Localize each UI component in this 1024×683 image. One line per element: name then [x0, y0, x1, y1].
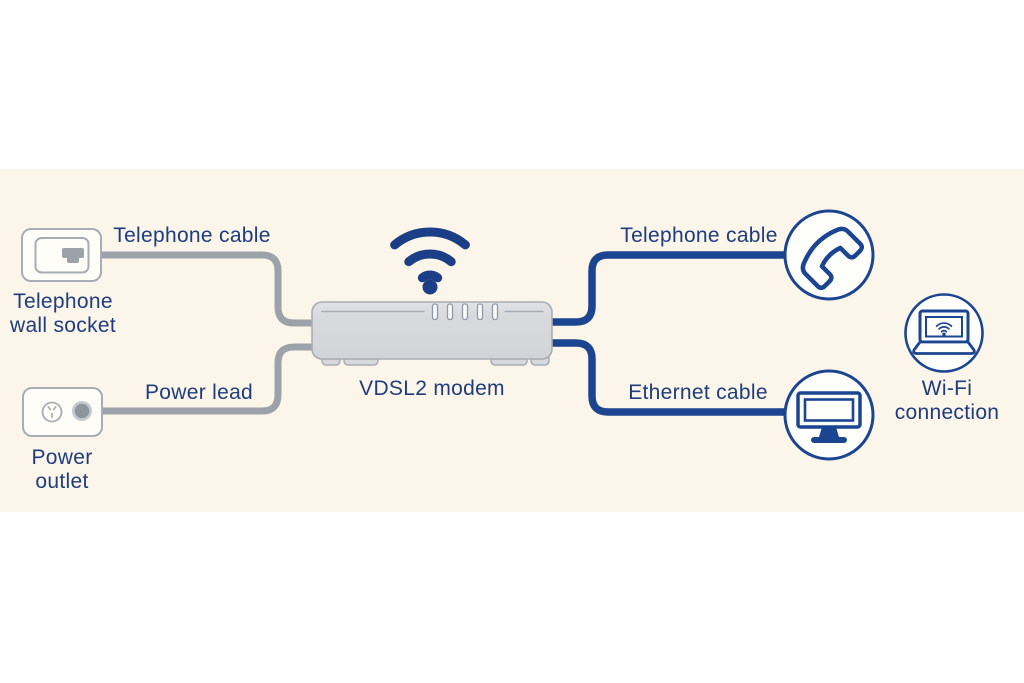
label-power-outlet: Power outlet: [31, 446, 93, 493]
power-lead-cable: [78, 343, 324, 415]
phone-handset-icon: [800, 226, 865, 291]
wifi-signal-icon: [390, 227, 470, 295]
label-telephone-cable-left: Telephone cable: [113, 224, 271, 247]
monitor-icon: [796, 391, 862, 443]
wifi-connection-node: [904, 293, 984, 373]
ethernet-cable: [544, 339, 791, 416]
computer-node: [783, 369, 875, 461]
power-outlet-icon: [22, 387, 103, 437]
label-vdsl2-modem: VDSL2 modem: [359, 377, 505, 400]
telephone-wall-socket-icon: [21, 228, 102, 282]
socket-pins-icon: [41, 401, 63, 423]
modem-led-vents: [431, 303, 499, 321]
label-telephone-cable-right: Telephone cable: [620, 224, 778, 247]
telephone-cable-right: [544, 251, 791, 326]
label-ethernet-cable: Ethernet cable: [628, 381, 768, 404]
laptop-wifi-icon: [912, 309, 976, 355]
laptop-screen-wifi-icon: [935, 322, 953, 336]
label-wifi-connection: Wi-Fi connection: [894, 377, 1000, 424]
power-plug-icon: [72, 401, 92, 421]
label-telephone-wall-socket: Telephone wall socket: [9, 290, 117, 337]
label-power-lead: Power lead: [144, 381, 254, 404]
phone-node: [783, 209, 875, 301]
telephone-cable-left: [76, 251, 324, 327]
modem-icon: [311, 301, 553, 366]
rj11-jack-icon: [62, 248, 84, 263]
